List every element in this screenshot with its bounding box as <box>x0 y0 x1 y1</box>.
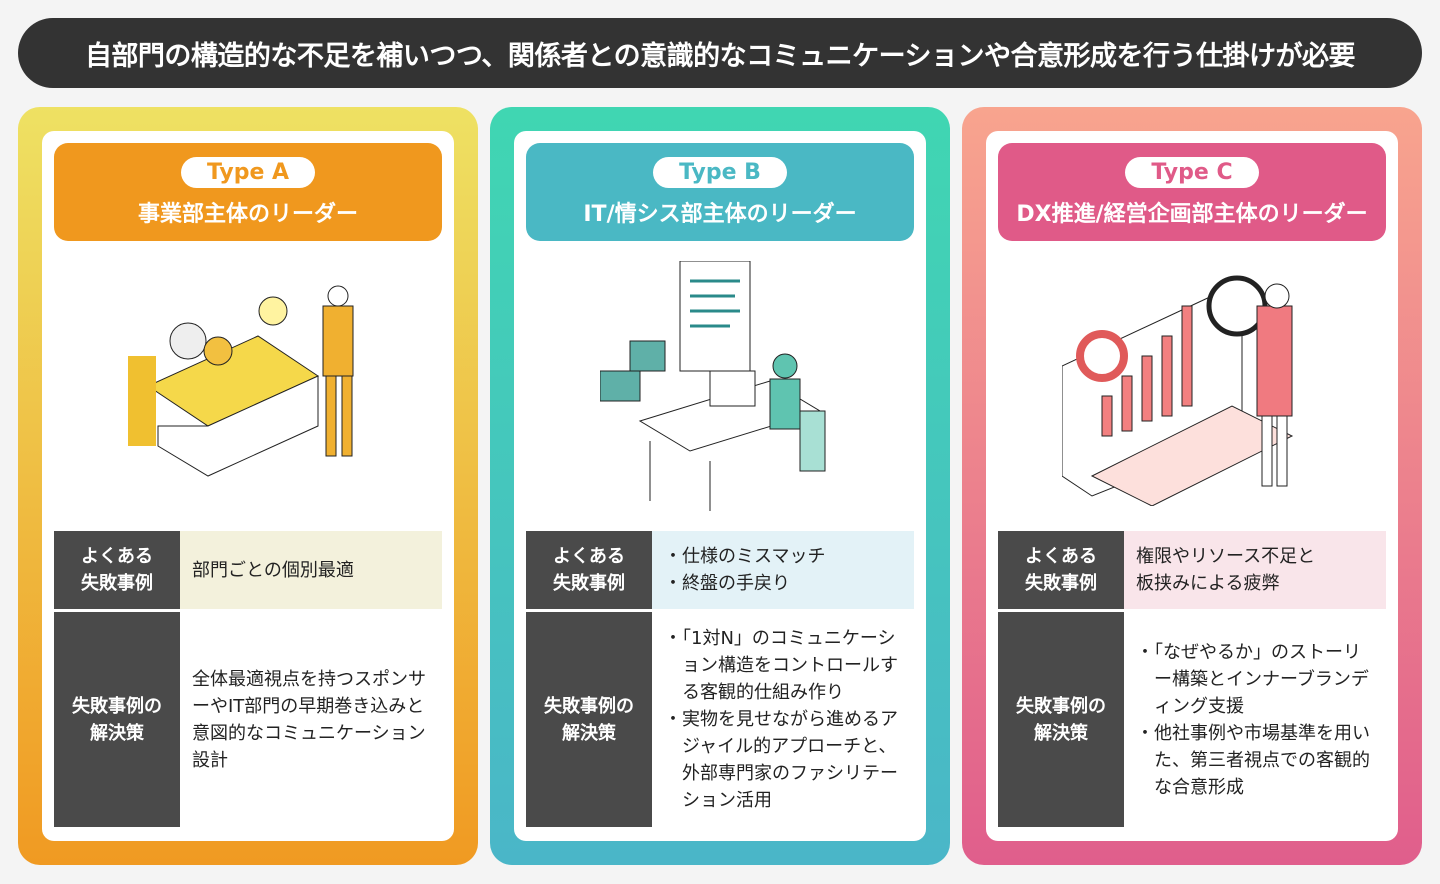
solution-text: ・「なぜやるか」のストーリー構築とインナーブランディング支援・他社事例や市場基準… <box>1124 612 1386 827</box>
solutions-item: 全体最適視点を持つスポンサーやIT部門の早期巻き込みと意図的なコミュニケーション… <box>192 668 426 771</box>
card-header: Type B IT/情シス部主体のリーダー <box>526 143 914 241</box>
card-type-a: Type A 事業部主体のリーダー よくある 失敗事例 部門ごとの個別最適 失敗… <box>18 107 478 865</box>
failures-item: 板挟みによる疲弊 <box>1136 573 1280 594</box>
failure-row: よくある 失敗事例 部門ごとの個別最適 <box>54 531 442 609</box>
solution-row: 失敗事例の 解決策 ・「1対N」のコミュニケーション構造をコントロールする客観的… <box>526 612 914 827</box>
type-badge: Type A <box>180 156 316 188</box>
solutions-item: ・実物を見せながら進めるアジャイル的アプローチと、外部専門家のファシリテーション… <box>664 709 898 811</box>
headline-banner: 自部門の構造的な不足を補いつつ、関係者との意識的なコミュニケーションや合意形成を… <box>18 18 1422 88</box>
failures-item: ・仕様のミスマッチ <box>664 546 826 567</box>
card-header: Type A 事業部主体のリーダー <box>54 143 442 241</box>
failures-item: 権限やリソース不足と <box>1136 546 1316 567</box>
solutions-item: ・「1対N」のコミュニケーション構造をコントロールする客観的仕組み作り <box>664 628 898 703</box>
leader-type-title: IT/情シス部主体のリーダー <box>583 201 857 227</box>
leader-type-title: DX推進/経営企画部主体のリーダー <box>1016 201 1368 227</box>
failure-text: 権限やリソース不足と板挟みによる疲弊 <box>1124 531 1386 609</box>
solution-text: 全体最適視点を持つスポンサーやIT部門の早期巻き込みと意図的なコミュニケーション… <box>180 612 442 827</box>
solution-label: 失敗事例の 解決策 <box>526 612 652 827</box>
leader-type-title: 事業部主体のリーダー <box>137 201 358 227</box>
card-type-b: Type B IT/情シス部主体のリーダー よくある 失敗事例 ・仕様のミスマッ… <box>490 107 950 865</box>
solutions-item: ・「なぜやるか」のストーリー構築とインナーブランディング支援 <box>1136 641 1369 717</box>
failure-label: よくある 失敗事例 <box>998 531 1124 609</box>
card-header: Type C DX推進/経営企画部主体のリーダー <box>998 143 1386 241</box>
factory-worker-illustration <box>54 241 442 531</box>
failure-label: よくある 失敗事例 <box>526 531 652 609</box>
failure-text: ・仕様のミスマッチ・終盤の手戻り <box>652 531 914 609</box>
failure-row: よくある 失敗事例 権限やリソース不足と板挟みによる疲弊 <box>998 531 1386 609</box>
solution-row: 失敗事例の 解決策 ・「なぜやるか」のストーリー構築とインナーブランディング支援… <box>998 612 1386 827</box>
solution-text: ・「1対N」のコミュニケーション構造をコントロールする客観的仕組み作り・実物を見… <box>652 612 914 827</box>
card-type-c: Type C DX推進/経営企画部主体のリーダー よくある 失敗事例 権限やリソ… <box>962 107 1422 865</box>
analyst-illustration <box>998 241 1386 531</box>
solutions-item: ・他社事例や市場基準を用いた、第三者視点での客観的な合意形成 <box>1136 722 1370 798</box>
solution-label: 失敗事例の 解決策 <box>54 612 180 827</box>
it-engineer-illustration <box>526 241 914 531</box>
failure-row: よくある 失敗事例 ・仕様のミスマッチ・終盤の手戻り <box>526 531 914 609</box>
type-badge: Type B <box>653 156 787 188</box>
solution-row: 失敗事例の 解決策 全体最適視点を持つスポンサーやIT部門の早期巻き込みと意図的… <box>54 612 442 827</box>
failures-item: 部門ごとの個別最適 <box>192 559 354 581</box>
failures-item: ・終盤の手戻り <box>664 573 790 594</box>
failure-text: 部門ごとの個別最適 <box>180 531 442 609</box>
type-badge: Type C <box>1125 156 1259 188</box>
solution-label: 失敗事例の 解決策 <box>998 612 1124 827</box>
failure-label: よくある 失敗事例 <box>54 531 180 609</box>
